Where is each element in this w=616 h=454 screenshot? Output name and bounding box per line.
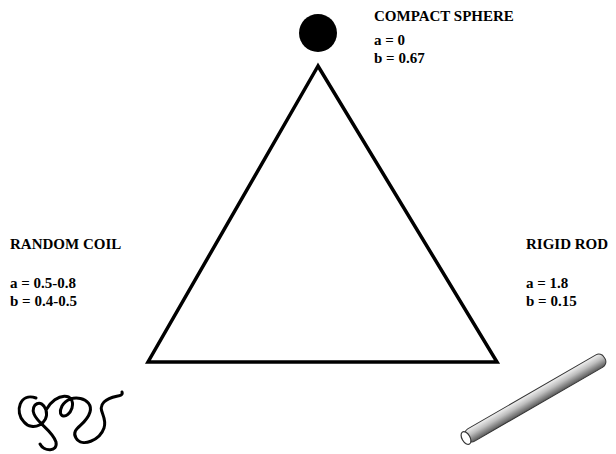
vertex-name: COMPACT SPHERE	[374, 8, 514, 25]
coil-symbol	[19, 392, 122, 450]
triangle	[148, 66, 497, 362]
exponent-value: a = 0.5-0.8	[10, 275, 76, 292]
vertex-name: RANDOM COIL	[10, 236, 121, 253]
exponent-value: b = 0.67	[374, 50, 425, 67]
exponent-value: b = 0.15	[526, 293, 577, 310]
vertex-name: RIGID ROD	[526, 236, 608, 253]
rod-symbol	[459, 352, 608, 446]
exponent-value: a = 0	[374, 32, 405, 49]
exponent-value: b = 0.4-0.5	[10, 293, 77, 310]
exponent-value: a = 1.8	[526, 275, 568, 292]
sphere-symbol	[299, 14, 337, 52]
